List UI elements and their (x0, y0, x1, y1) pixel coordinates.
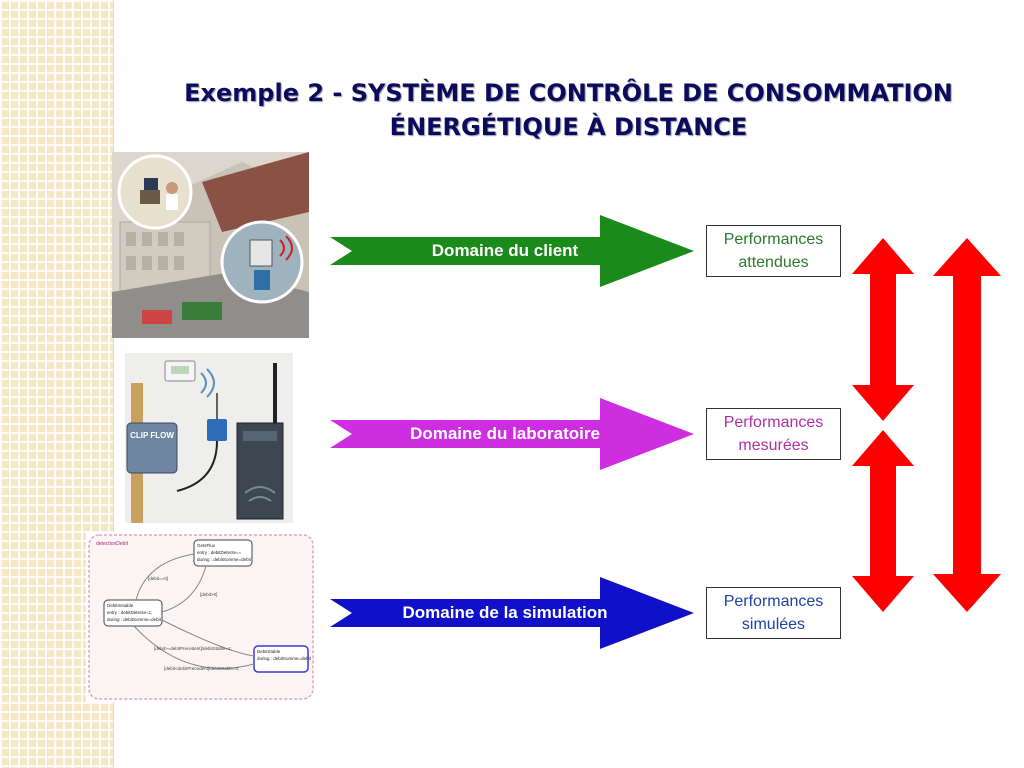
arrow-label-client: Domaine du client (431, 241, 579, 260)
performance-box-simulated: Performances simulées (706, 587, 841, 639)
box-line-2: mesurées (738, 437, 809, 454)
side-pattern-strip (0, 0, 114, 768)
slide-title: Exemple 2 - SYSTÈME DE CONTRÔLE DE CONSO… (113, 76, 1024, 144)
double-headed-arrow-icon (933, 238, 1001, 612)
transition-4: [debit<debitPrecedent]/debitStable=0; (164, 666, 239, 671)
double-headed-arrow-icon (852, 238, 914, 421)
chart-label: detectionDebit (96, 541, 129, 547)
double-arrow-expected-simulated (933, 238, 1001, 612)
client-building-illustration (112, 152, 309, 338)
state-top-title: GetsFlux (197, 543, 216, 548)
box-line-2: attendues (738, 254, 809, 271)
arrow-simulation-domain: Domaine de la simulation (330, 577, 694, 649)
lab-hardware-svg: CLIP FLOW (125, 353, 293, 523)
state-top-entry: entry : debitDetecte== (197, 550, 242, 555)
double-arrow-expected-measured (852, 238, 914, 421)
state-left-entry: entry : debitDetecte=1; (107, 610, 152, 615)
arrow-label-lab: Domaine du laboratoire (410, 424, 600, 443)
simulation-statechart-illustration: detectionDebit GetsFlux entry : debitDet… (86, 532, 316, 702)
box-line-1: Performances (723, 231, 824, 248)
lab-hardware-illustration: CLIP FLOW (125, 353, 293, 523)
device-label: CLIP FLOW (130, 431, 174, 440)
statechart-svg: detectionDebit GetsFlux entry : debitDet… (88, 534, 314, 700)
double-headed-arrow-icon (852, 430, 914, 612)
transition-2: [debit>0] (200, 592, 217, 597)
state-right-title: DebitStable (257, 649, 281, 654)
state-left-title: DebitInstable (107, 603, 134, 608)
title-line-2: ÉNERGÉTIQUE À DISTANCE (389, 113, 748, 141)
state-right-during: during : debitSomme=debit (257, 656, 312, 661)
building-illustration-svg (112, 152, 309, 338)
performance-box-measured: Performances mesurées (706, 408, 841, 460)
transition-3: [debit>=debitPrecedent]/debitStable=1; (154, 646, 232, 651)
box-line-1: Performances (723, 593, 824, 610)
chevron-arrow-icon (330, 577, 694, 649)
arrow-label-simulation: Domaine de la simulation (402, 603, 608, 622)
state-top-during: during : debitSomme=debit (197, 557, 252, 562)
transition-1: [debit==0] (148, 576, 168, 581)
box-line-2: simulées (741, 616, 806, 633)
double-arrow-measured-simulated (852, 430, 914, 612)
title-line-1: Exemple 2 - SYSTÈME DE CONTRÔLE DE CONSO… (184, 79, 953, 107)
chevron-arrow-icon (330, 398, 694, 470)
performance-box-expected: Performances attendues (706, 225, 841, 277)
arrow-lab-domain: Domaine du laboratoire (330, 398, 694, 470)
arrow-client-domain: Domaine du client (330, 215, 694, 287)
box-line-1: Performances (723, 414, 824, 431)
state-left-during: during : debitSomme=debit (107, 617, 162, 622)
chevron-arrow-icon (330, 215, 694, 287)
